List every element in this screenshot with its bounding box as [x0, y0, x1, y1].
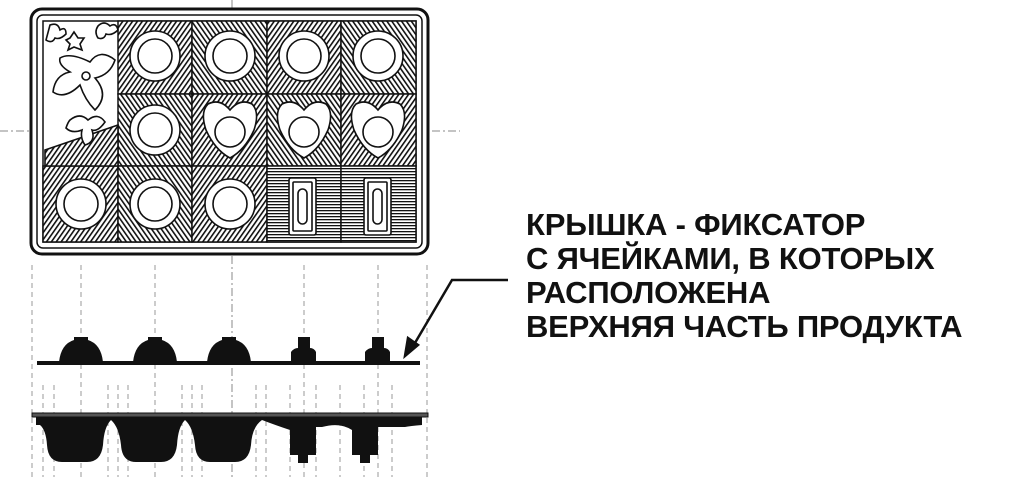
base-side-profile — [31, 412, 429, 463]
annotation-line-1: КРЫШКА - ФИКСАТОР — [526, 207, 866, 242]
annotation-callout: КРЫШКА - ФИКСАТОР С ЯЧЕЙКАМИ, В КОТОРЫХ … — [526, 207, 963, 344]
annotation-line-2: С ЯЧЕЙКАМИ, В КОТОРЫХ — [526, 241, 935, 276]
tray-top-view — [29, 7, 430, 256]
leader-arrow — [403, 278, 508, 360]
annotation-line-4: ВЕРХНЯЯ ЧАСТЬ ПРОДУКТА — [526, 309, 963, 344]
round-cavities — [55, 30, 404, 230]
annotation-line-3: РАСПОЛОЖЕНА — [526, 275, 771, 310]
bar-cavities — [288, 177, 392, 236]
heart-cavities — [202, 101, 406, 159]
lid-side-profile — [37, 337, 420, 365]
floral-decoration-icon — [44, 22, 119, 167]
